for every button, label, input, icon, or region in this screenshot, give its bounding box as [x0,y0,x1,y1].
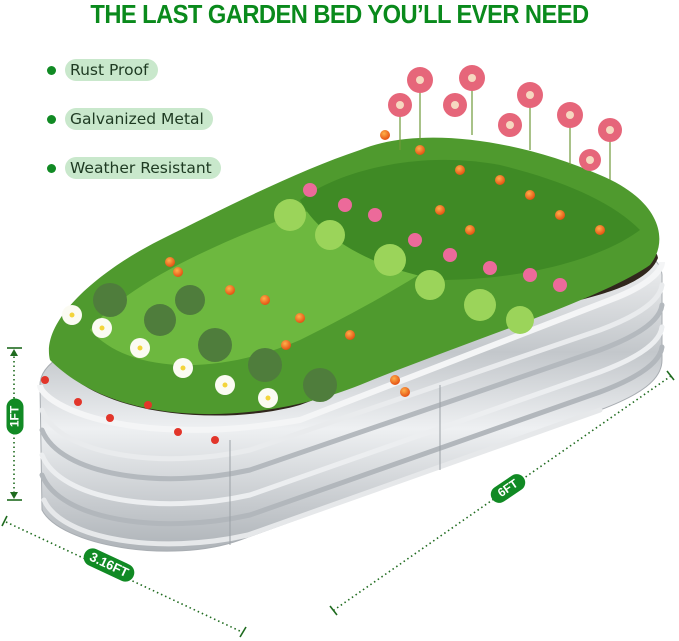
bullet-icon [47,65,56,75]
feature-label: Weather Resistant [65,157,221,179]
headline: THE LAST GARDEN BED YOU’LL EVER NEED [90,1,589,29]
bullet-icon [47,114,56,124]
bullet-icon [47,163,56,173]
feature-weather-resistant: Weather Resistant [47,157,221,179]
height-label: 1FT [6,398,24,435]
feature-rust-proof: Rust Proof [47,59,158,81]
plants [41,65,660,444]
feature-galvanized-metal: Galvanized Metal [47,108,213,130]
feature-label: Galvanized Metal [65,108,213,130]
feature-label: Rust Proof [65,59,158,81]
width-dimension-line [1,515,247,638]
length-dimension-line [329,370,675,616]
